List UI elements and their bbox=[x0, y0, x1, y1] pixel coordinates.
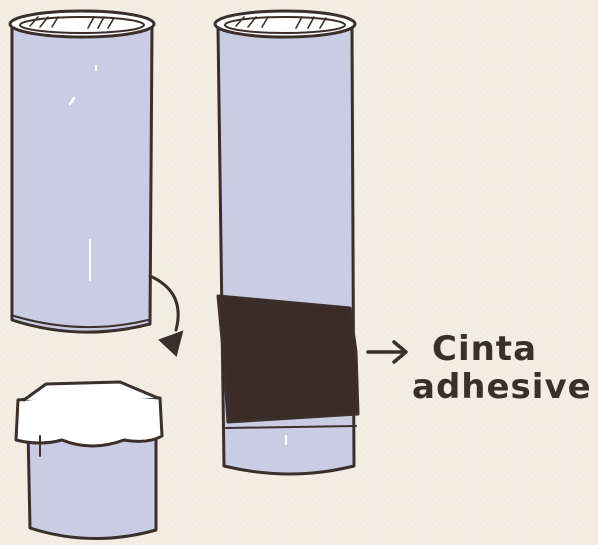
left-tube bbox=[10, 11, 154, 332]
tape-label-line1: Cinta bbox=[432, 332, 537, 366]
left-tube-body bbox=[12, 28, 152, 332]
short-tube-collar bbox=[16, 395, 162, 446]
left-tube-inner-rim bbox=[20, 17, 144, 33]
short-tube-piece bbox=[16, 382, 162, 539]
right-tube-inner-rim bbox=[225, 17, 345, 33]
right-tube bbox=[215, 11, 358, 474]
tape-label-line2: adhesive bbox=[412, 370, 592, 404]
adhesive-tape-band bbox=[218, 296, 358, 422]
